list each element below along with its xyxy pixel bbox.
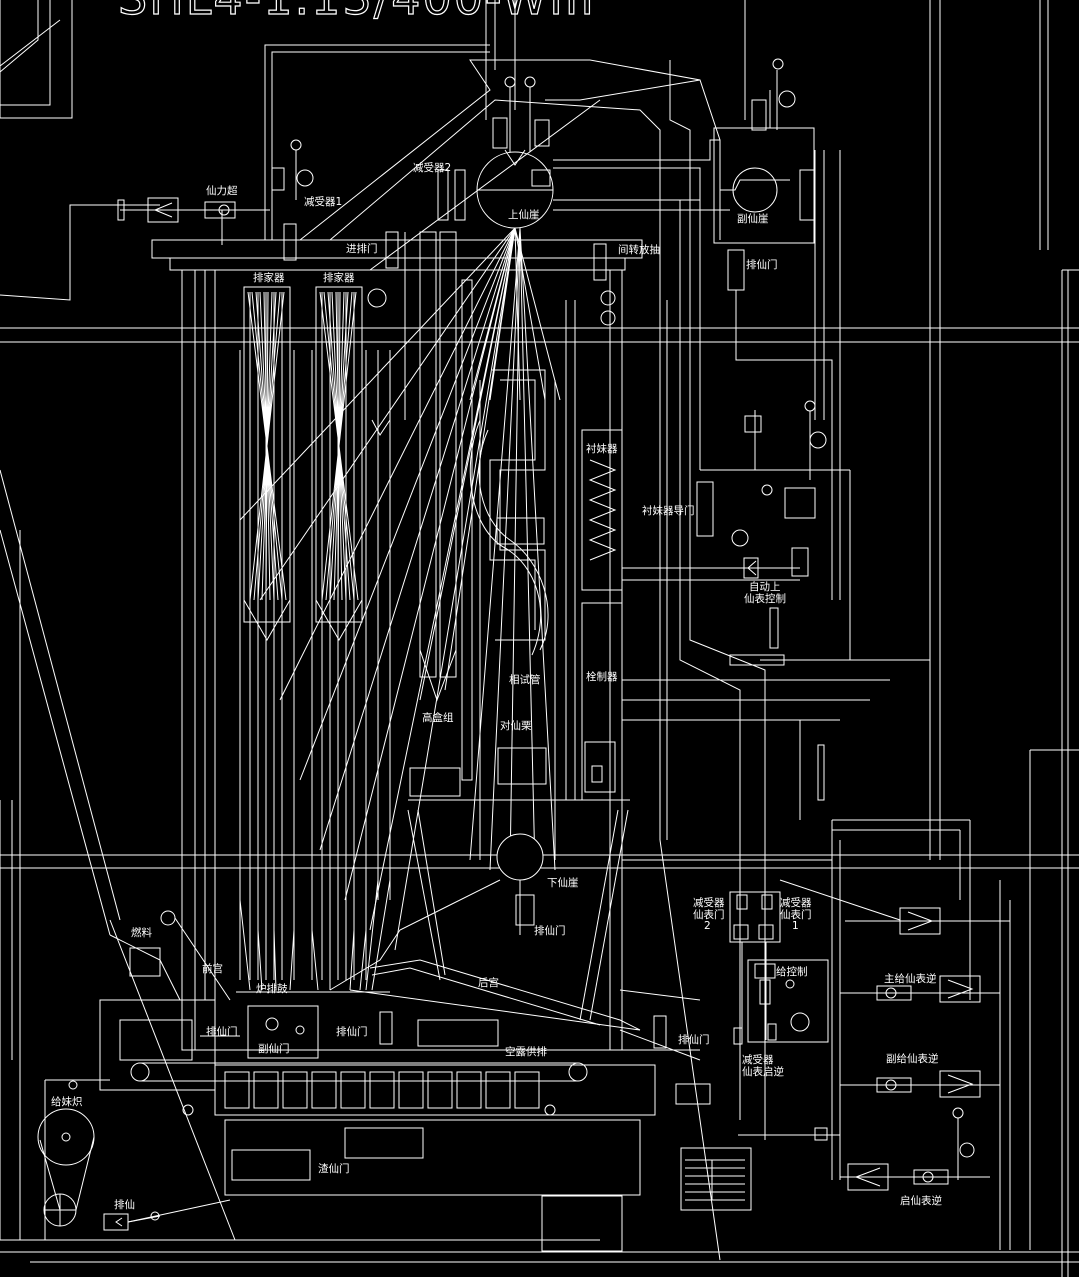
label-side-valve-left: 排仙门: [206, 1025, 238, 1038]
label-economizer: 栓制器: [586, 670, 618, 683]
reducer-valve-group: [729, 891, 840, 1141]
grate-assembly: [130, 1005, 711, 1252]
label-drain-valve-top: 排仙门: [746, 258, 778, 271]
water-wall-bundle-left: [239, 286, 295, 980]
label-auto-control: 自动上: [749, 580, 781, 593]
label-aux-feed-valve: 副给仙表逆: [886, 1052, 939, 1065]
tube-convergence: [236, 879, 391, 993]
label-reducer-valve-2c: 2: [704, 920, 711, 932]
boiler-casing: [151, 239, 643, 1051]
top-piping: [264, 44, 766, 1140]
label-reducer-valve-2b: 仙表门: [693, 908, 725, 921]
labels: 仙力超 减受器1 减受器2 上仙崖 副仙崖 排仙门 间转放抽 进排门 排家器 排…: [51, 162, 942, 1211]
lower-drum: [496, 833, 544, 881]
riser-lines: [239, 227, 561, 951]
fuel-feeder: [37, 910, 231, 1240]
label-continuous-blowdown: 间转放抽: [618, 243, 660, 256]
label-feed-valve: 进排门: [346, 242, 378, 255]
label-grate-head: 炉排鼓: [256, 982, 288, 995]
label-feed-machine: 给妹炽: [51, 1095, 83, 1108]
feed-valve-assemblies: [779, 819, 1011, 1250]
drawing-title: SHL4-1.13/400-WIII: [118, 0, 596, 25]
label-reducer-reverse-2: 仙表启逆: [742, 1065, 784, 1078]
label-auto-control-2: 仙表控制: [744, 592, 786, 605]
label-feed-control: 给控制: [776, 965, 808, 978]
label-front-arch: 前宫: [202, 962, 223, 975]
label-pipe-left: 排家器: [253, 271, 285, 284]
label-upper-drum: 上仙崖: [508, 208, 540, 221]
sub-drum: [732, 167, 778, 213]
label-side-valve-right: 排仙门: [678, 1033, 710, 1046]
label-sub-drum: 副仙崖: [737, 212, 769, 225]
left-top-valves: [117, 139, 616, 326]
label-pipe-right: 排家器: [323, 271, 355, 284]
label-main-feed-valve: 主给仙表逆: [884, 972, 937, 985]
lower-drum-group: [329, 799, 641, 1031]
label-air-chamber: 空露供排: [505, 1045, 547, 1058]
label-reducer-valve-1: 减受器: [780, 897, 812, 909]
label-rear-arch: 后宫: [478, 976, 499, 989]
label-reducer-valve-2: 减受器: [693, 897, 725, 909]
label-convection-bank: 对仙栗: [500, 719, 532, 732]
label-side-valve-mid: 排仙门: [336, 1025, 368, 1038]
label-reducer-valve-1b: 仙表门: [780, 908, 812, 921]
label-reducer-1: 减受器1: [304, 196, 342, 208]
label-reducer-valve-1c: 1: [792, 920, 799, 932]
label-superheater-valve: 衬妹器导门: [642, 504, 695, 517]
sub-drum-group: [713, 0, 841, 600]
upper-drum-group: [437, 0, 554, 229]
structural-lines: [109, 839, 832, 1261]
legend-plate: [680, 1147, 752, 1211]
label-ash-door: 渣仙门: [318, 1162, 350, 1175]
label-reducer-reverse: 减受器: [742, 1054, 774, 1066]
label-main-gate: 仙力超: [206, 184, 238, 197]
label-reducer-2: 减受器2: [413, 162, 451, 174]
label-riser-tube: 相试管: [509, 673, 541, 686]
label-access-door: 副仙门: [258, 1042, 290, 1055]
water-wall-bundle-right: [311, 286, 391, 980]
superheater-column: [565, 300, 623, 801]
label-lower-valve: 排仙门: [534, 924, 566, 937]
auto-control-group: [622, 400, 930, 820]
label-lower-drum: 下仙崖: [547, 876, 579, 889]
label-high-temp-zone: 高盒组: [422, 711, 454, 724]
convection-serpentine: [469, 369, 556, 860]
label-drain: 排仙: [114, 1198, 135, 1211]
label-rear-valve: 启仙表逆: [900, 1194, 942, 1207]
label-fuel: 燃料: [131, 926, 152, 939]
label-superheater: 衬妹器: [586, 442, 618, 455]
